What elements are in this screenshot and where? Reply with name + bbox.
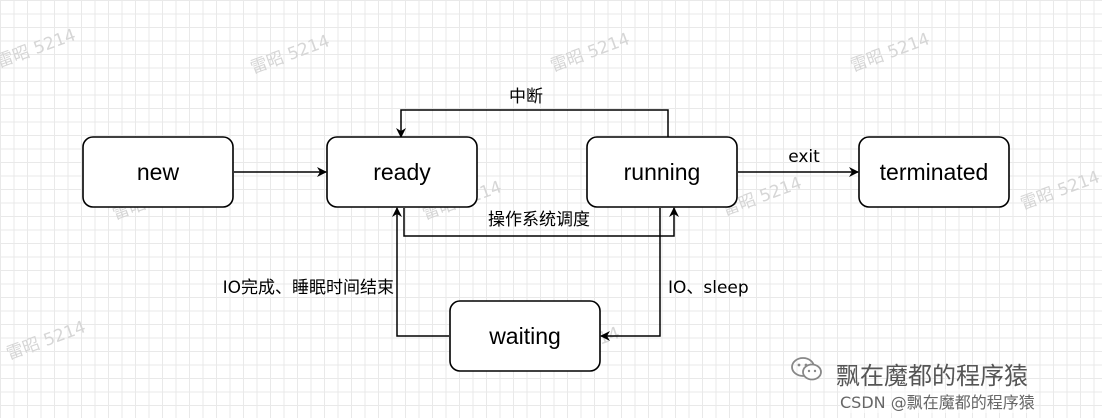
node-waiting: waiting: [449, 300, 601, 372]
node-new: new: [82, 136, 234, 208]
node-running: running: [586, 136, 738, 208]
edge-label-schedule: 操作系统调度: [488, 210, 590, 230]
edge-label-io-sleep: IO、sleep: [668, 278, 749, 298]
node-terminated: terminated: [858, 136, 1010, 208]
edge-label-interrupt: 中断: [509, 87, 543, 107]
edge-label-io-done: IO完成、睡眠时间结束: [223, 278, 394, 298]
wechat-icon: [791, 357, 822, 381]
source-credit: CSDN @飘在魔都的程序猿: [840, 389, 1035, 413]
node-label-running: running: [624, 159, 701, 185]
node-label-waiting: waiting: [488, 323, 561, 349]
node-label-terminated: terminated: [880, 159, 989, 185]
node-ready: ready: [326, 136, 478, 208]
edge-io-sleep: [600, 208, 661, 341]
node-label-new: new: [137, 159, 180, 185]
edge-interrupt: [396, 109, 669, 139]
edge-io-done: [392, 207, 449, 337]
edge-label-exit: exit: [788, 147, 820, 167]
account-name: 飘在魔都的程序猿: [836, 362, 1028, 390]
node-label-ready: ready: [373, 159, 431, 185]
edge-schedule: [403, 207, 679, 237]
